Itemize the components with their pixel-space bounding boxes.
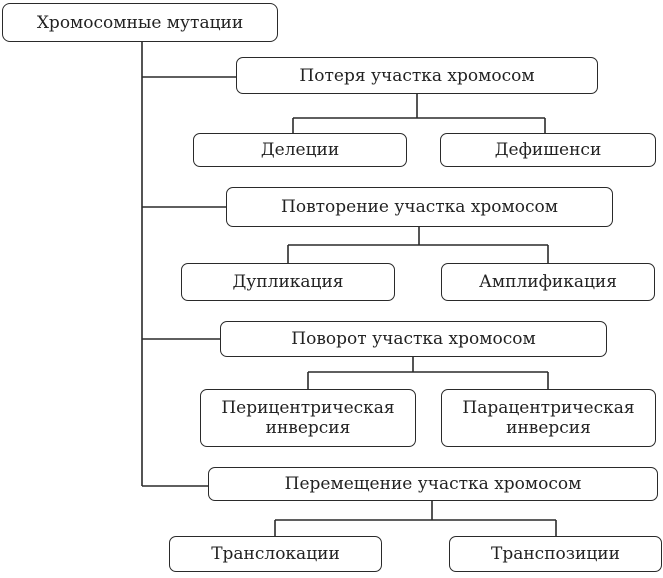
leaf-node-transpositions: Транспозиции (449, 536, 662, 572)
group-node-move: Перемещение участка хромосом (208, 467, 658, 501)
root-node: Хромосомные мутации (2, 3, 278, 42)
group-node-rotation: Поворот участка хромосом (220, 321, 607, 357)
leaf-node-deficiency: Дефишенси (440, 133, 656, 167)
leaf-node-deletions: Делеции (193, 133, 407, 167)
leaf-node-amplification: Амплификация (441, 263, 655, 301)
group-node-repeat: Повторение участка хромосом (226, 187, 613, 227)
leaf-node-pericentric-inversion: Перицентрическая инверсия (200, 389, 416, 447)
leaf-node-duplication: Дупликация (181, 263, 395, 301)
group-node-loss: Потеря участка хромосом (236, 57, 598, 94)
leaf-node-translocations: Транслокации (169, 536, 382, 572)
leaf-node-paracentric-inversion: Парацентрическая инверсия (441, 389, 656, 447)
